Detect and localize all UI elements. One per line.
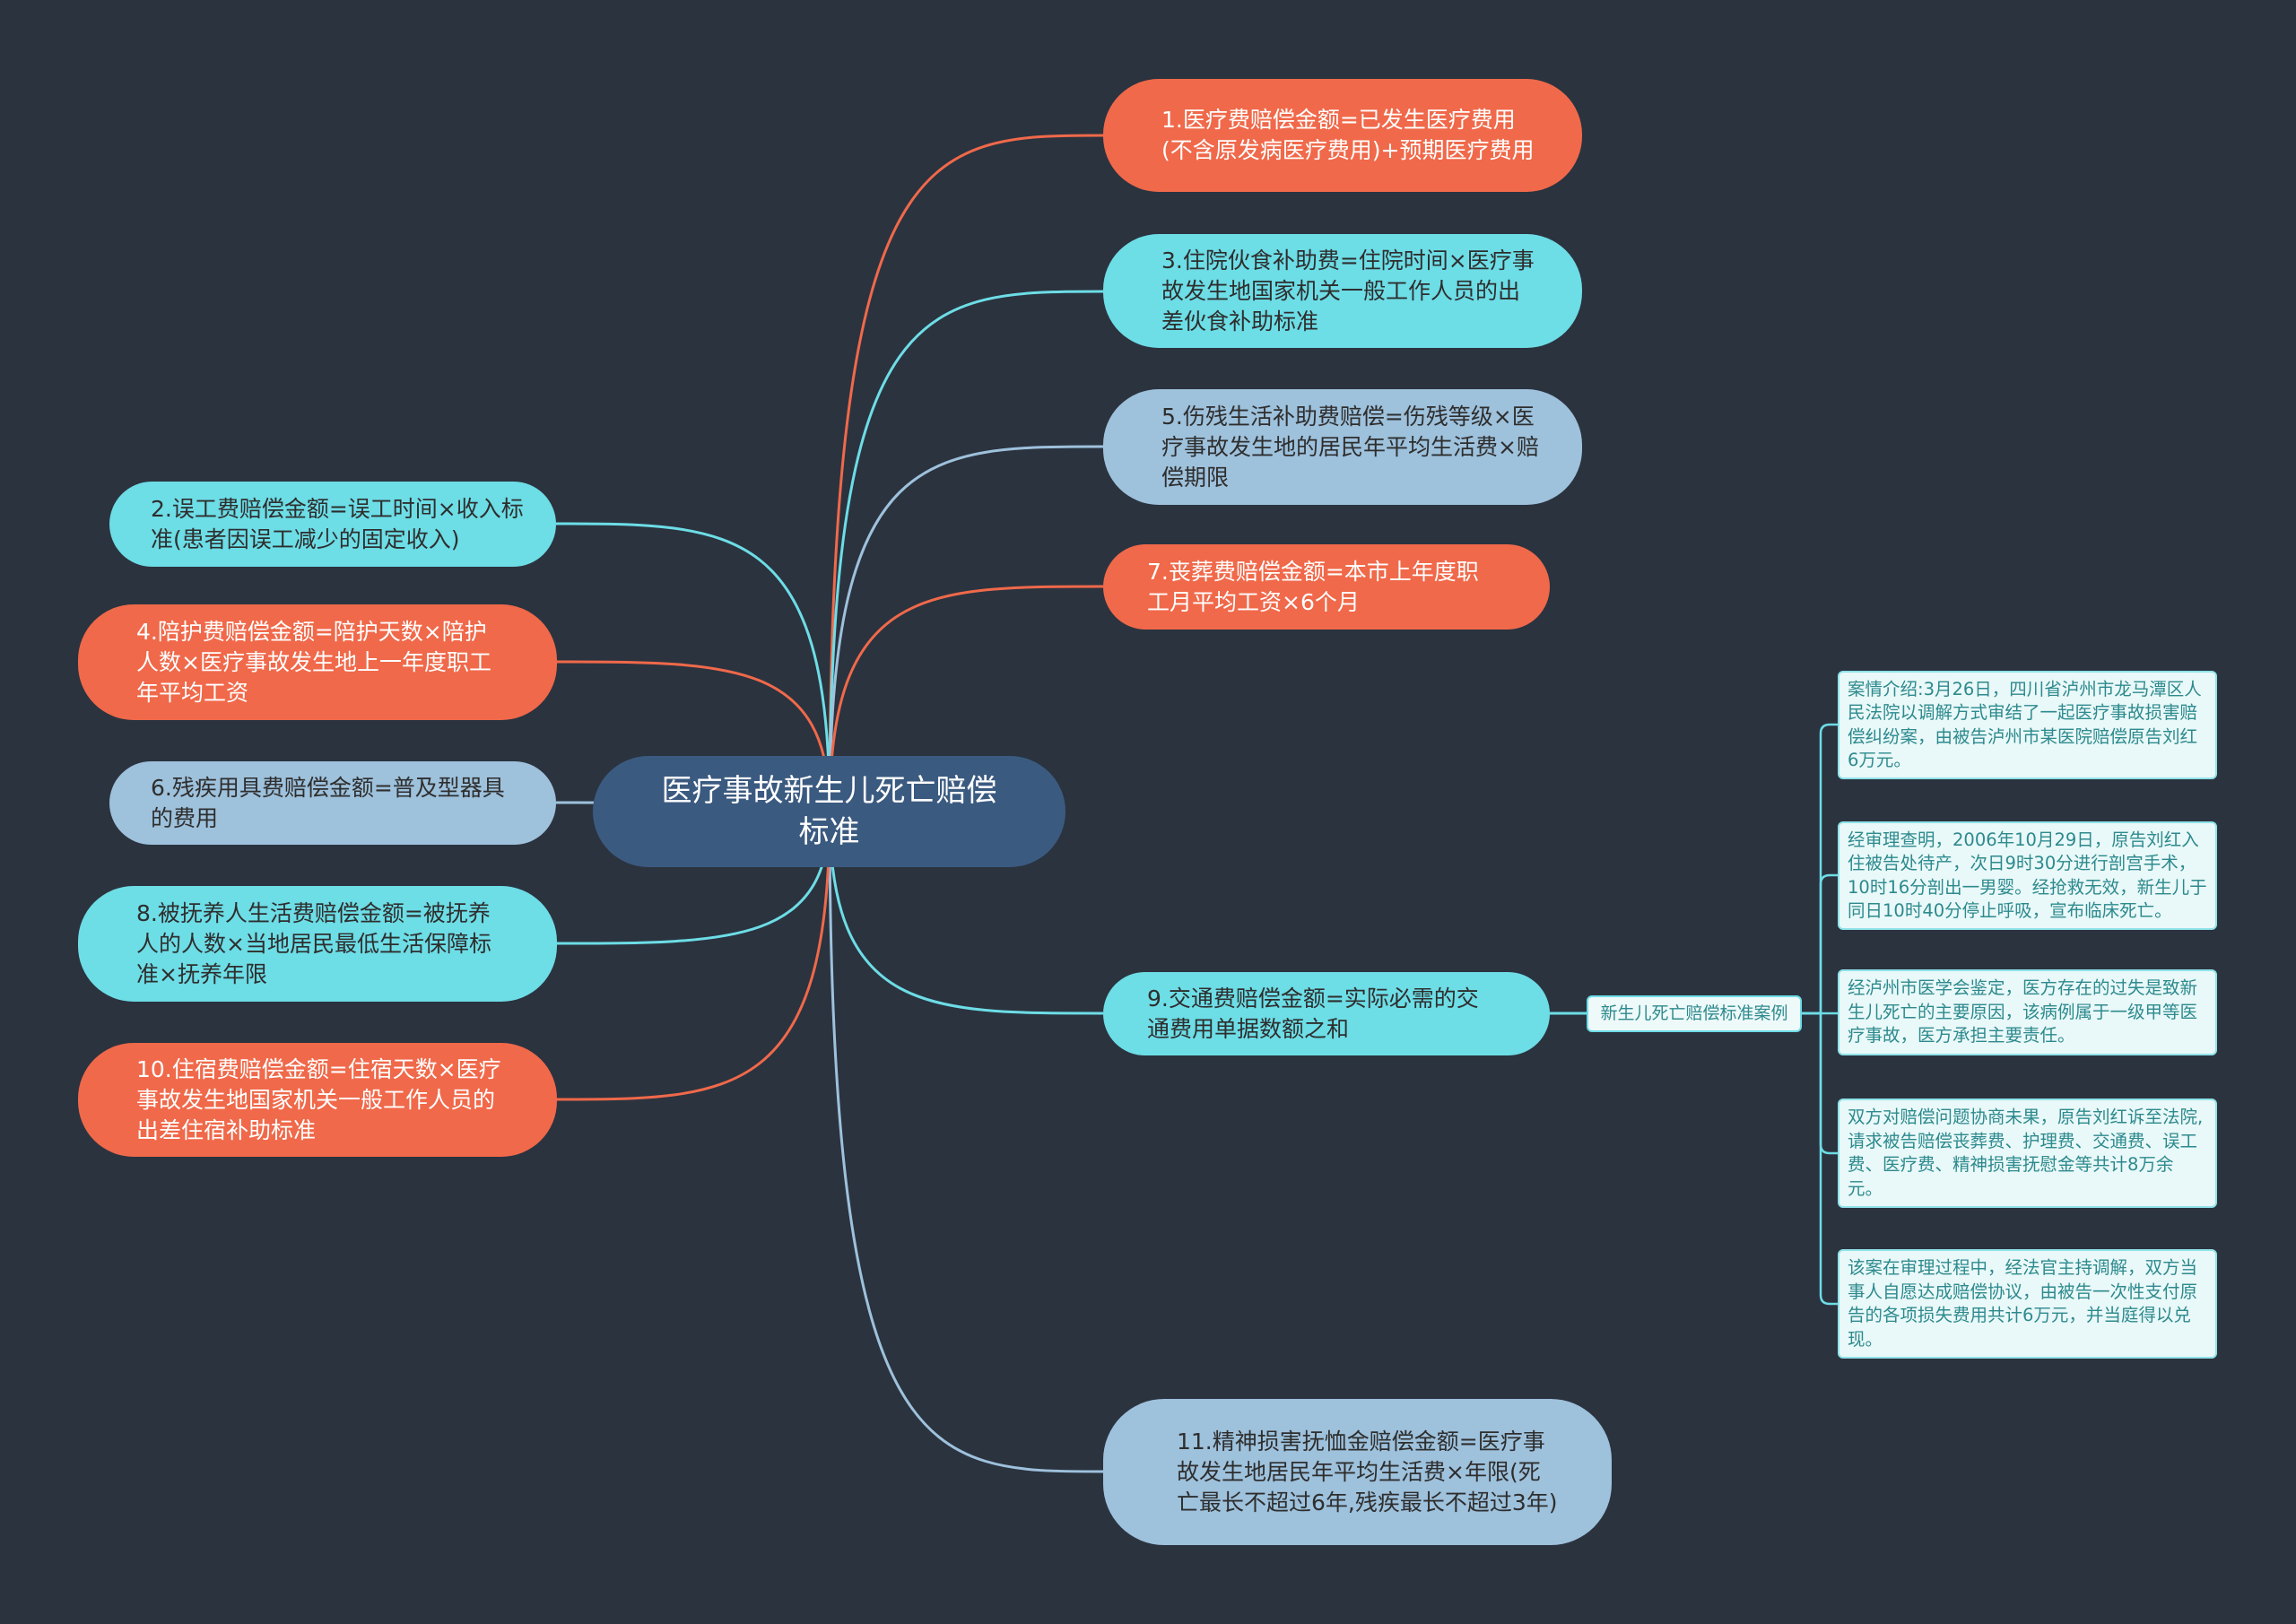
case-detail-4[interactable]: 双方对赔偿问题协商未果，原告刘红诉至法院,请求被告赔偿丧葬费、护理费、交通费、误… <box>1838 1099 2217 1208</box>
case-detail-text: 经审理查明，2006年10月29日，原告刘红入住被告处待产，次日9时30分进行剖… <box>1848 829 2207 922</box>
link-root-r3 <box>828 290 1104 812</box>
branch-node-11[interactable]: 11.精神损害抚恤金赔偿金额=医疗事故发生地居民年平均生活费×年限(死亡最长不超… <box>1103 1399 1612 1545</box>
link-root-l10 <box>555 811 831 1101</box>
branch-node-label: 9.交通费赔偿金额=实际必需的交通费用单据数额之和 <box>1147 985 1479 1042</box>
branch-node-6[interactable]: 6.残疾用具费赔偿金额=普及型器具的费用 <box>109 761 556 845</box>
branch-node-label: 6.残疾用具费赔偿金额=普及型器具的费用 <box>151 774 505 831</box>
branch-node-5[interactable]: 5.伤残生活补助费赔偿=伤残等级×医疗事故发生地的居民年平均生活费×赔偿期限 <box>1103 389 1582 505</box>
root-node-label: 医疗事故新生儿死亡赔偿标准 <box>661 773 997 850</box>
branch-node-8[interactable]: 8.被抚养人生活费赔偿金额=被抚养人的人数×当地居民最低生活保障标准×抚养年限 <box>78 886 557 1002</box>
branch-node-4[interactable]: 4.陪护费赔偿金额=陪护天数×陪护人数×医疗事故发生地上一年度职工年平均工资 <box>78 604 557 720</box>
case-detail-2[interactable]: 经审理查明，2006年10月29日，原告刘红入住被告处待产，次日9时30分进行剖… <box>1838 821 2217 930</box>
branch-node-1[interactable]: 1.医疗费赔偿金额=已发生医疗费用(不含原发病医疗费用)+预期医疗费用 <box>1103 79 1582 192</box>
branch-node-label: 2.误工费赔偿金额=误工时间×收入标准(患者因误工减少的固定收入) <box>151 495 524 552</box>
branch-node-9[interactable]: 9.交通费赔偿金额=实际必需的交通费用单据数额之和 <box>1103 972 1550 1055</box>
branch-node-label: 1.医疗费赔偿金额=已发生医疗费用(不含原发病医疗费用)+预期医疗费用 <box>1161 107 1535 163</box>
branch-node-label: 8.被抚养人生活费赔偿金额=被抚养人的人数×当地居民最低生活保障标准×抚养年限 <box>136 899 491 987</box>
case-detail-1[interactable]: 案情介绍:3月26日，四川省泸州市龙马潭区人民法院以调解方式审结了一起医疗事故损… <box>1838 671 2217 779</box>
link-root-l2 <box>555 522 831 812</box>
branch-node-7[interactable]: 7.丧葬费赔偿金额=本市上年度职工月平均工资×6个月 <box>1103 544 1550 630</box>
root-node[interactable]: 医疗事故新生儿死亡赔偿标准 <box>593 756 1065 867</box>
case-detail-5[interactable]: 该案在审理过程中，经法官主持调解，双方当事人自愿达成赔偿协议，由被告一次性支付原… <box>1838 1249 2217 1359</box>
branch-node-label: 11.精神损害抚恤金赔偿金额=医疗事故发生地居民年平均生活费×年限(死亡最长不超… <box>1177 1428 1558 1515</box>
case-detail-text: 经泸州市医学会鉴定，医方存在的过失是致新生儿死亡的主要原因，该病例属于一级甲等医… <box>1848 977 2198 1046</box>
branch-node-3[interactable]: 3.住院伙食补助费=住院时间×医疗事故发生地国家机关一般工作人员的出差伙食补助标… <box>1103 234 1582 348</box>
branch-node-label: 7.丧葬费赔偿金额=本市上年度职工月平均工资×6个月 <box>1147 558 1479 615</box>
branch-node-2[interactable]: 2.误工费赔偿金额=误工时间×收入标准(患者因误工减少的固定收入) <box>109 482 556 567</box>
case-detail-3[interactable]: 经泸州市医学会鉴定，医方存在的过失是致新生儿死亡的主要原因，该病例属于一级甲等医… <box>1838 969 2217 1055</box>
branch-node-10[interactable]: 10.住宿费赔偿金额=住宿天数×医疗事故发生地国家机关一般工作人员的出差住宿补助… <box>78 1043 557 1157</box>
branch-node-label: 4.陪护费赔偿金额=陪护天数×陪护人数×医疗事故发生地上一年度职工年平均工资 <box>136 618 491 706</box>
link-case-detail-5 <box>1802 1012 1838 1306</box>
branch-node-label: 10.住宿费赔偿金额=住宿天数×医疗事故发生地国家机关一般工作人员的出差住宿补助… <box>136 1055 501 1143</box>
link-root-r7 <box>828 585 1104 812</box>
link-case-detail-1 <box>1802 723 1838 1015</box>
branch-node-label: 5.伤残生活补助费赔偿=伤残等级×医疗事故发生地的居民年平均生活费×赔偿期限 <box>1161 403 1539 491</box>
case-detail-text: 案情介绍:3月26日，四川省泸州市龙马潭区人民法院以调解方式审结了一起医疗事故损… <box>1848 678 2202 771</box>
case-node[interactable]: 新生儿死亡赔偿标准案例 <box>1587 995 1802 1032</box>
link-root-r9 <box>828 811 1104 1015</box>
branch-node-label: 3.住院伙食补助费=住院时间×医疗事故发生地国家机关一般工作人员的出差伙食补助标… <box>1161 247 1535 334</box>
case-detail-text: 该案在审理过程中，经法官主持调解，双方当事人自愿达成赔偿协议，由被告一次性支付原… <box>1848 1257 2198 1350</box>
link-root-r5 <box>828 445 1104 812</box>
case-detail-text: 双方对赔偿问题协商未果，原告刘红诉至法院,请求被告赔偿丧葬费、护理费、交通费、误… <box>1848 1107 2204 1199</box>
link-root-r1 <box>828 134 1104 812</box>
link-case-detail-2 <box>1802 873 1838 1015</box>
case-node-label: 新生儿死亡赔偿标准案例 <box>1600 1003 1788 1023</box>
link-root-r11 <box>828 811 1104 1473</box>
